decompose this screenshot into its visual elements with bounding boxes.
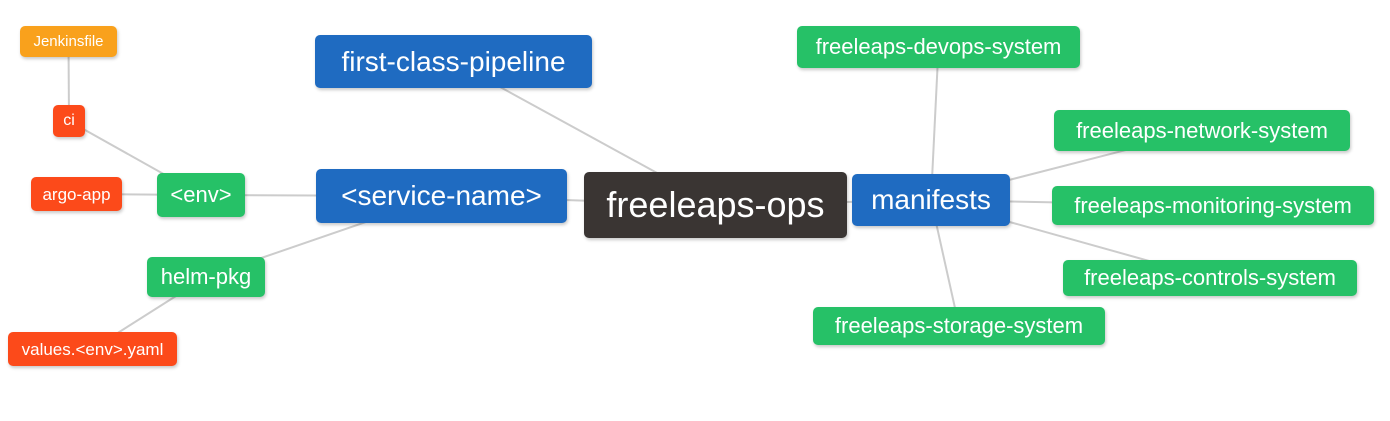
node-devops-system[interactable]: freeleaps-devops-system: [797, 26, 1080, 68]
node-values-yaml[interactable]: values.<env>.yaml: [8, 332, 177, 366]
node-network-system[interactable]: freeleaps-network-system: [1054, 110, 1350, 151]
node-storage-system[interactable]: freeleaps-storage-system: [813, 307, 1105, 345]
node-env[interactable]: <env>: [157, 173, 245, 217]
node-jenkinsfile[interactable]: Jenkinsfile: [20, 26, 117, 57]
node-freeleaps-ops[interactable]: freeleaps-ops: [584, 172, 847, 238]
node-argo-app[interactable]: argo-app: [31, 177, 122, 211]
node-manifests[interactable]: manifests: [852, 174, 1010, 226]
node-helm-pkg[interactable]: helm-pkg: [147, 257, 265, 297]
node-controls-system[interactable]: freeleaps-controls-system: [1063, 260, 1357, 296]
node-service-name[interactable]: <service-name>: [316, 169, 567, 223]
node-monitoring-system[interactable]: freeleaps-monitoring-system: [1052, 186, 1374, 225]
node-ci[interactable]: ci: [53, 105, 85, 137]
node-first-class-pipeline[interactable]: first-class-pipeline: [315, 35, 592, 88]
